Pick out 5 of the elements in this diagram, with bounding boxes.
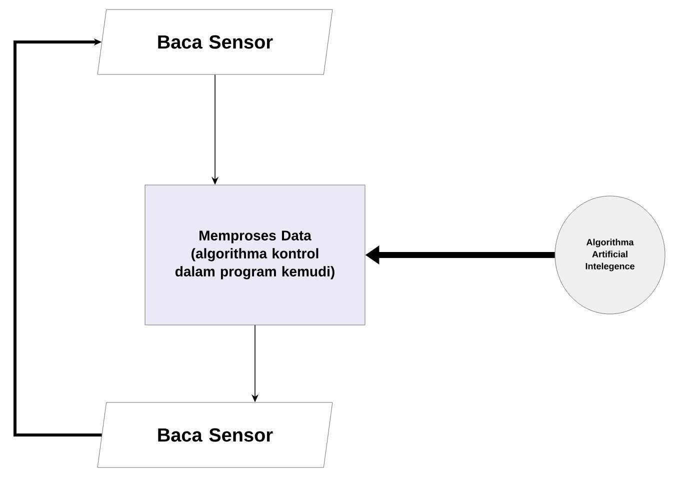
oval: Algorithma Artificial Intelegence xyxy=(554,196,666,314)
input-parallelogram: Baca Sensor xyxy=(97,402,333,468)
input-parallelogram: Baca Sensor xyxy=(97,9,333,75)
process-box: Memproses Data (algorithma kontrol dalam program kemudi) xyxy=(144,184,366,326)
arrow xyxy=(14,38,102,436)
